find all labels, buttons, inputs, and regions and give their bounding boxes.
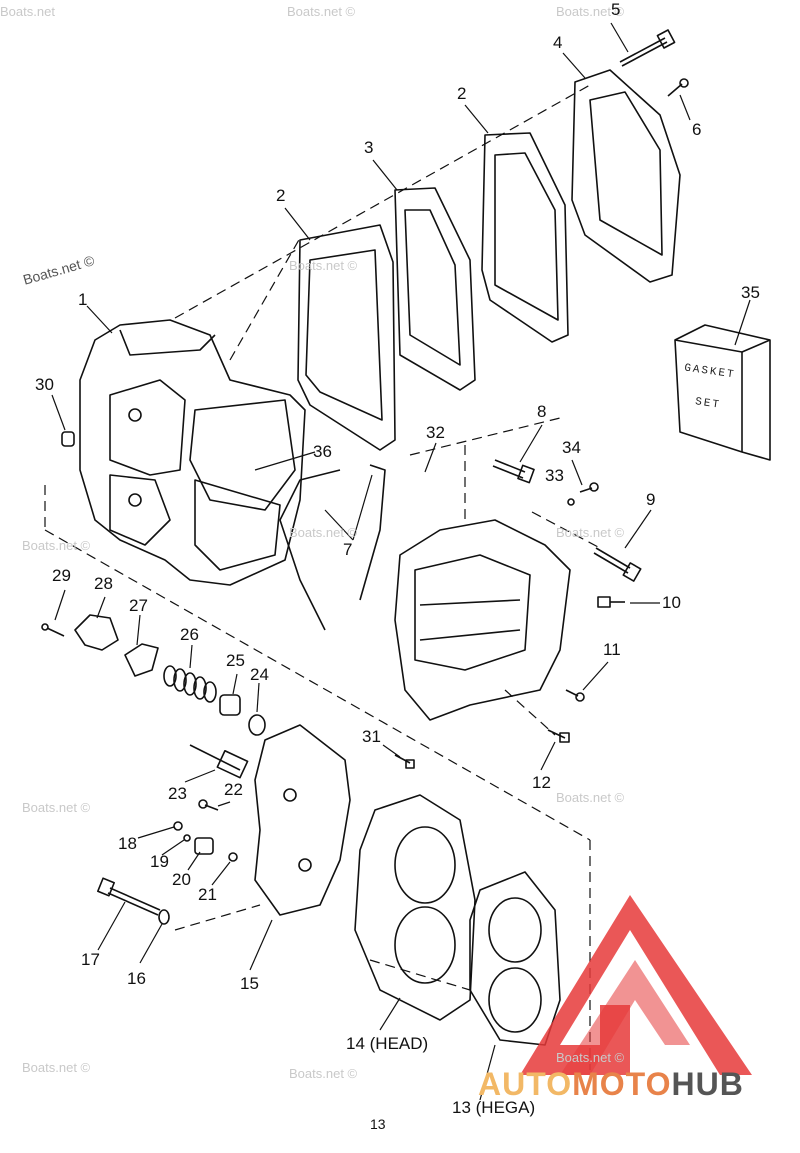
screw-part-6 bbox=[667, 78, 689, 97]
callout-part-22: 22 bbox=[224, 780, 243, 799]
bolt-part-8 bbox=[492, 459, 535, 484]
watermark: Boats.net © bbox=[556, 790, 625, 805]
callout-part-35: 35 bbox=[741, 283, 760, 302]
watermark: Boats.net © bbox=[289, 1066, 358, 1081]
callout-part-11: 11 bbox=[603, 640, 621, 659]
seal-part-24 bbox=[248, 714, 266, 736]
cover-plate-part-15 bbox=[254, 724, 351, 916]
washer-part-33 bbox=[567, 498, 575, 506]
watermark: Boats.net © bbox=[556, 525, 625, 540]
watermark: Boats.net © bbox=[22, 538, 91, 553]
callout-part-17: 17 bbox=[81, 950, 100, 969]
screw-part-22 bbox=[198, 799, 219, 811]
dowel-pin-part-30 bbox=[61, 431, 75, 447]
watermark: Boats.net © bbox=[556, 1050, 625, 1065]
automotohub-logo-mark bbox=[520, 895, 752, 1075]
watermark: Boats.net © bbox=[22, 1060, 91, 1075]
callout-part-9: 9 bbox=[646, 490, 656, 509]
watermark: Boats.net © bbox=[556, 4, 625, 19]
callout-part-13: 13 (HEGA) bbox=[452, 1098, 536, 1117]
callout-part-34: 34 bbox=[562, 438, 581, 457]
bolt-part-9 bbox=[593, 547, 642, 582]
callout-part-27: 27 bbox=[129, 596, 148, 615]
logo-text-hub: HUB bbox=[671, 1066, 744, 1102]
callout-part-24: 24 bbox=[250, 665, 269, 684]
gasket-part-2-left bbox=[297, 224, 396, 451]
thermostat-part-25 bbox=[219, 694, 241, 716]
screw-part-31 bbox=[394, 754, 415, 769]
sensor-part-23 bbox=[189, 744, 249, 779]
alignment-lines bbox=[44, 84, 601, 1070]
callout-part-28: 28 bbox=[94, 574, 113, 593]
callout-part-4: 4 bbox=[553, 33, 563, 52]
callout-part-21: 21 bbox=[198, 885, 217, 904]
nut-part-18 bbox=[173, 821, 183, 831]
washer-part-19 bbox=[183, 834, 191, 842]
leader-lines bbox=[51, 22, 751, 1101]
washer-part-21 bbox=[228, 852, 238, 862]
callout-part-26: 26 bbox=[180, 625, 199, 644]
page-number: 13 bbox=[370, 1116, 386, 1132]
callout-part-5: 5 bbox=[611, 0, 621, 19]
callout-part-20: 20 bbox=[172, 870, 191, 889]
callout-part-32: 32 bbox=[426, 423, 445, 442]
screw-part-34 bbox=[579, 482, 599, 493]
screw-part-29 bbox=[41, 623, 65, 637]
automotohub-logo-text: AUTOMOTOHUB bbox=[478, 1066, 744, 1103]
logo-text-auto: AUTO bbox=[478, 1066, 573, 1102]
callout-part-14: 14 (HEAD) bbox=[346, 1034, 429, 1053]
gasket-set-box-part-35 bbox=[674, 324, 771, 461]
callout-part-10: 10 bbox=[662, 593, 681, 612]
screw-part-11 bbox=[565, 689, 585, 702]
wire-part-7b bbox=[359, 464, 386, 601]
callout-part-36: 36 bbox=[313, 442, 332, 461]
callout-part-7: 7 bbox=[343, 540, 353, 559]
callout-part-8: 8 bbox=[537, 402, 547, 421]
spring-part-26 bbox=[163, 665, 217, 703]
watermark: Boats.net © bbox=[287, 4, 356, 19]
bolt-part-17 bbox=[97, 877, 161, 916]
callout-part-15: 15 bbox=[240, 974, 259, 993]
callout-part-2-right: 2 bbox=[457, 84, 467, 103]
callout-part-31: 31 bbox=[362, 727, 381, 746]
watermark: Boats.net © bbox=[22, 800, 91, 815]
callout-part-30: 30 bbox=[35, 375, 54, 394]
logo-text-moto: MOTO bbox=[572, 1066, 672, 1102]
callout-part-3: 3 bbox=[364, 138, 374, 157]
fitting-part-10 bbox=[597, 596, 625, 608]
callout-part-19: 19 bbox=[150, 852, 169, 871]
washer-part-16 bbox=[158, 909, 170, 925]
callout-part-6: 6 bbox=[692, 120, 702, 139]
plate-part-3 bbox=[394, 187, 476, 391]
cylinder-block-part-1 bbox=[79, 319, 306, 586]
bolt-part-12 bbox=[547, 729, 570, 743]
callout-part-25: 25 bbox=[226, 651, 245, 670]
callout-part-2-left: 2 bbox=[276, 186, 286, 205]
cylinder-head-part-14 bbox=[354, 794, 476, 1021]
callout-part-12: 12 bbox=[532, 773, 551, 792]
sensor-part-20 bbox=[194, 837, 214, 855]
callout-part-18: 18 bbox=[118, 834, 137, 853]
head-gasket-part-13 bbox=[469, 871, 561, 1046]
watermark: Boats.net © bbox=[289, 525, 358, 540]
wire-part-7a bbox=[279, 469, 341, 631]
callout-part-16: 16 bbox=[127, 969, 146, 988]
callout-part-1: 1 bbox=[78, 290, 88, 309]
callout-part-33: 33 bbox=[545, 466, 564, 485]
watermark: Boats.net © bbox=[289, 258, 358, 273]
exhaust-manifold-center bbox=[394, 519, 571, 721]
gasket-part-2-right bbox=[481, 132, 569, 343]
cover-part-4 bbox=[571, 69, 681, 283]
watermark: Boats.net bbox=[0, 4, 55, 19]
gasket-part-27 bbox=[124, 643, 159, 677]
cover-part-28 bbox=[74, 614, 119, 651]
bolt-part-5 bbox=[619, 29, 676, 67]
callout-part-23: 23 bbox=[168, 784, 187, 803]
callout-part-29: 29 bbox=[52, 566, 71, 585]
